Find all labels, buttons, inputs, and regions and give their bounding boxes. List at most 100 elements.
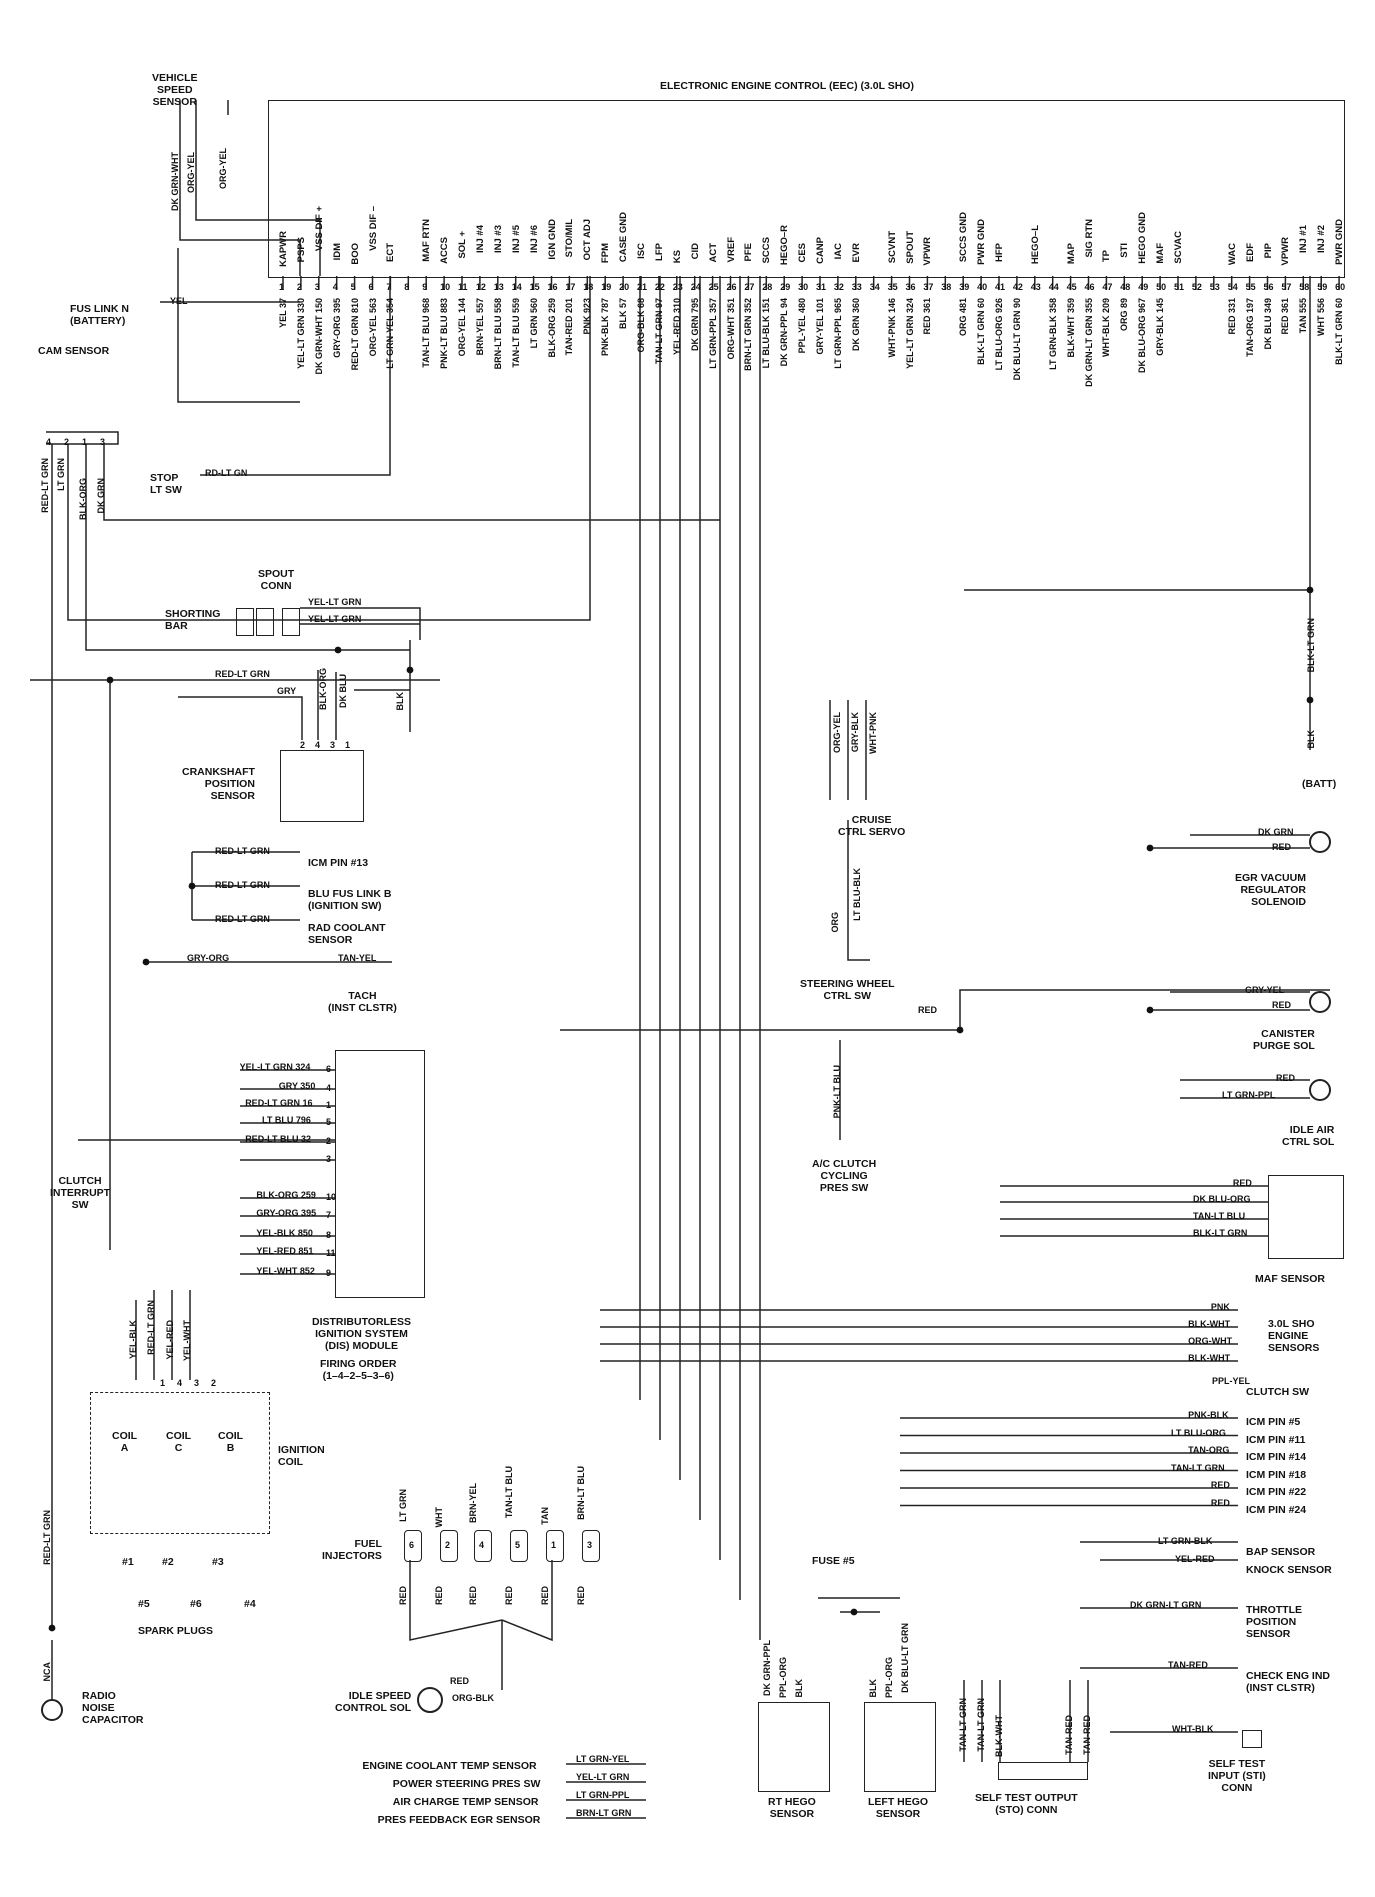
ecu-pin-name: INJ #3 (492, 224, 504, 253)
ecu-pin-wire: TAN-RED 201 (564, 298, 575, 356)
ecu-pin-name: MAF (1155, 243, 1167, 264)
injector-number: 2 (445, 1540, 451, 1550)
wire-path (195, 100, 321, 276)
dis-pin-number: 8 (326, 1230, 332, 1240)
ecu-pin-wire: TAN-LT BLU 559 (510, 298, 521, 368)
ecu-pin-name: WAC (1226, 243, 1238, 266)
ecu-pin-name: INJ #2 (1316, 224, 1328, 253)
cam-sensor-label: CAM SENSOR (38, 345, 110, 357)
wire-path (409, 1560, 503, 1641)
ecu-pin-number: 42 (1012, 282, 1023, 292)
injector-top-wire: TAN-LT BLU (504, 1466, 514, 1519)
connector-circle (1309, 1079, 1331, 1101)
ecu-pin-name: EVR (850, 243, 862, 263)
injector-bottom-wire: RED (468, 1586, 478, 1606)
ecu-pin-name: SOL + (457, 231, 468, 259)
tps-label: THROTTLE POSITION SENSOR (1246, 1604, 1302, 1640)
ecu-pin-wire: YEL 37 (278, 298, 288, 328)
icm-row-name: ICM PIN #22 (1246, 1486, 1307, 1498)
ecu-pin-number: 22 (654, 282, 665, 292)
ecu-pin-number: 10 (440, 282, 451, 292)
ecu-pin-name: ECT (385, 243, 397, 263)
maf-sensor-label: MAF SENSOR (1255, 1273, 1326, 1285)
vss-wire-1: DK GRN-WHT (170, 152, 180, 211)
shorting-bar-box-1 (236, 608, 254, 636)
ecu-pin-name: TP (1101, 249, 1113, 262)
ecu-pin-name: CASE GND (618, 212, 630, 263)
ecu-pin-wire: LT GRN-PPL 357 (707, 298, 718, 369)
ecu-pin-wire: ORG-YEL 563 (367, 298, 378, 357)
ecu-pin-number: 55 (1245, 282, 1256, 292)
ecu-pin-wire: TAN-LT GRN 97 (653, 298, 664, 365)
ecu-pin-name: SCCS (761, 237, 773, 264)
sto-wire: TAN-LT GRN (958, 1698, 968, 1752)
shorting-bar-box-3 (282, 608, 300, 636)
ecu-pin-number: 60 (1335, 282, 1346, 292)
ecu-pin-wire: LT GRN-PPL 965 (832, 298, 843, 369)
dis-pin-wire: GRY 350 (278, 1081, 316, 1091)
icm-row-name: ICM PIN #14 (1246, 1451, 1307, 1463)
batt-wire-2: BLK (1306, 730, 1316, 749)
sho-wire: ORG-WHT (1188, 1336, 1233, 1346)
injector-body (474, 1530, 492, 1562)
ckp-wire-red: RED-LT GRN (215, 669, 270, 679)
splice-dot (188, 882, 196, 890)
ecu-pin-name: STI (1119, 243, 1131, 259)
ecu-pin-number: 59 (1317, 282, 1328, 292)
ckp-pin: 2 (300, 740, 306, 750)
ecu-pin-name: IDM (331, 243, 343, 261)
blu-fus-label: BLU FUS LINK B (IGNITION SW) (308, 888, 392, 912)
ecu-pin-name: ACT (707, 243, 719, 263)
ecu-pin-wire: ORG-WHT 351 (725, 298, 736, 360)
ecu-pin-wire: DK BLU 349 (1262, 298, 1273, 350)
wire-path (85, 444, 410, 651)
ecu-pin-wire: YEL-LT GRN 330 (295, 298, 306, 369)
ecu-pin-wire: ORG 89 (1119, 298, 1130, 332)
ecu-pin-number: 33 (851, 282, 862, 292)
cruise-wire: ORG-YEL (832, 712, 842, 754)
dis-pin-number: 5 (326, 1117, 332, 1127)
red-mid-wire: RED (918, 1005, 938, 1015)
iac-label: IDLE AIR CTRL SOL (1282, 1124, 1335, 1148)
icm-row-name: ICM PIN #18 (1246, 1468, 1307, 1481)
cam-wire-4: DK GRN (96, 478, 106, 514)
icm-row-wire: RED (1210, 1480, 1230, 1490)
tach-wire-2: TAN-YEL (338, 953, 377, 963)
splice-dot (334, 646, 342, 654)
bottom-sensor-wire: BRN-LT GRN (576, 1808, 632, 1818)
connector-circle (1309, 831, 1331, 853)
ecu-pin-number: 36 (905, 282, 916, 292)
coil-wire-4: YEL-WHT (182, 1320, 192, 1361)
ecu-pin-number: 18 (583, 282, 594, 292)
clutch-interrupt-label: CLUTCH INTERRUPT SW (50, 1175, 111, 1211)
dis-pin-wire: BLK-ORG 259 (256, 1190, 316, 1200)
ecu-pin-name: VPWR (922, 237, 934, 266)
coil-pin: 3 (194, 1378, 200, 1388)
stop-lt-sw-wire: RD-LT GN (205, 468, 248, 478)
ecu-pin-wire: TAN 555 (1298, 298, 1309, 334)
dis-pin-wire: YEL-RED 851 (256, 1246, 314, 1256)
vss-wire-3: ORG-YEL (218, 148, 228, 190)
ignition-coil-label: IGNITION COIL (278, 1444, 325, 1468)
ecu-pin-number: 28 (762, 282, 773, 292)
rt-hego-box (758, 1702, 830, 1792)
injector-body (510, 1530, 528, 1562)
ecu-pin-name: INJ #6 (528, 224, 540, 253)
steering-sw-label: STEERING WHEEL CTRL SW (800, 978, 895, 1002)
ecu-pin-name: INJ #1 (1298, 224, 1310, 253)
ecu-pin-name: CANP (815, 237, 826, 265)
splice-dot (48, 1624, 56, 1632)
coil-pin: 2 (211, 1378, 217, 1388)
ecu-pin-wire: YEL-RED 310 (671, 298, 682, 356)
ecu-pin-number: 54 (1227, 282, 1238, 292)
coil-a-label: COIL A (112, 1430, 138, 1454)
bottom-sensor-wire: LT GRN-YEL (576, 1754, 630, 1764)
ecu-pin-wire: GRY-BLK 145 (1155, 298, 1166, 356)
icm-row-name: ICM PIN #5 (1246, 1416, 1301, 1428)
injector-number: 5 (515, 1540, 521, 1550)
ecu-pin-wire: BLK-LT GRN 60 (976, 298, 987, 365)
knock-wire: YEL-RED (1175, 1554, 1215, 1564)
dis-pin-number: 6 (326, 1064, 332, 1074)
ecu-pin-wire: RED-LT GRN 810 (349, 298, 360, 371)
